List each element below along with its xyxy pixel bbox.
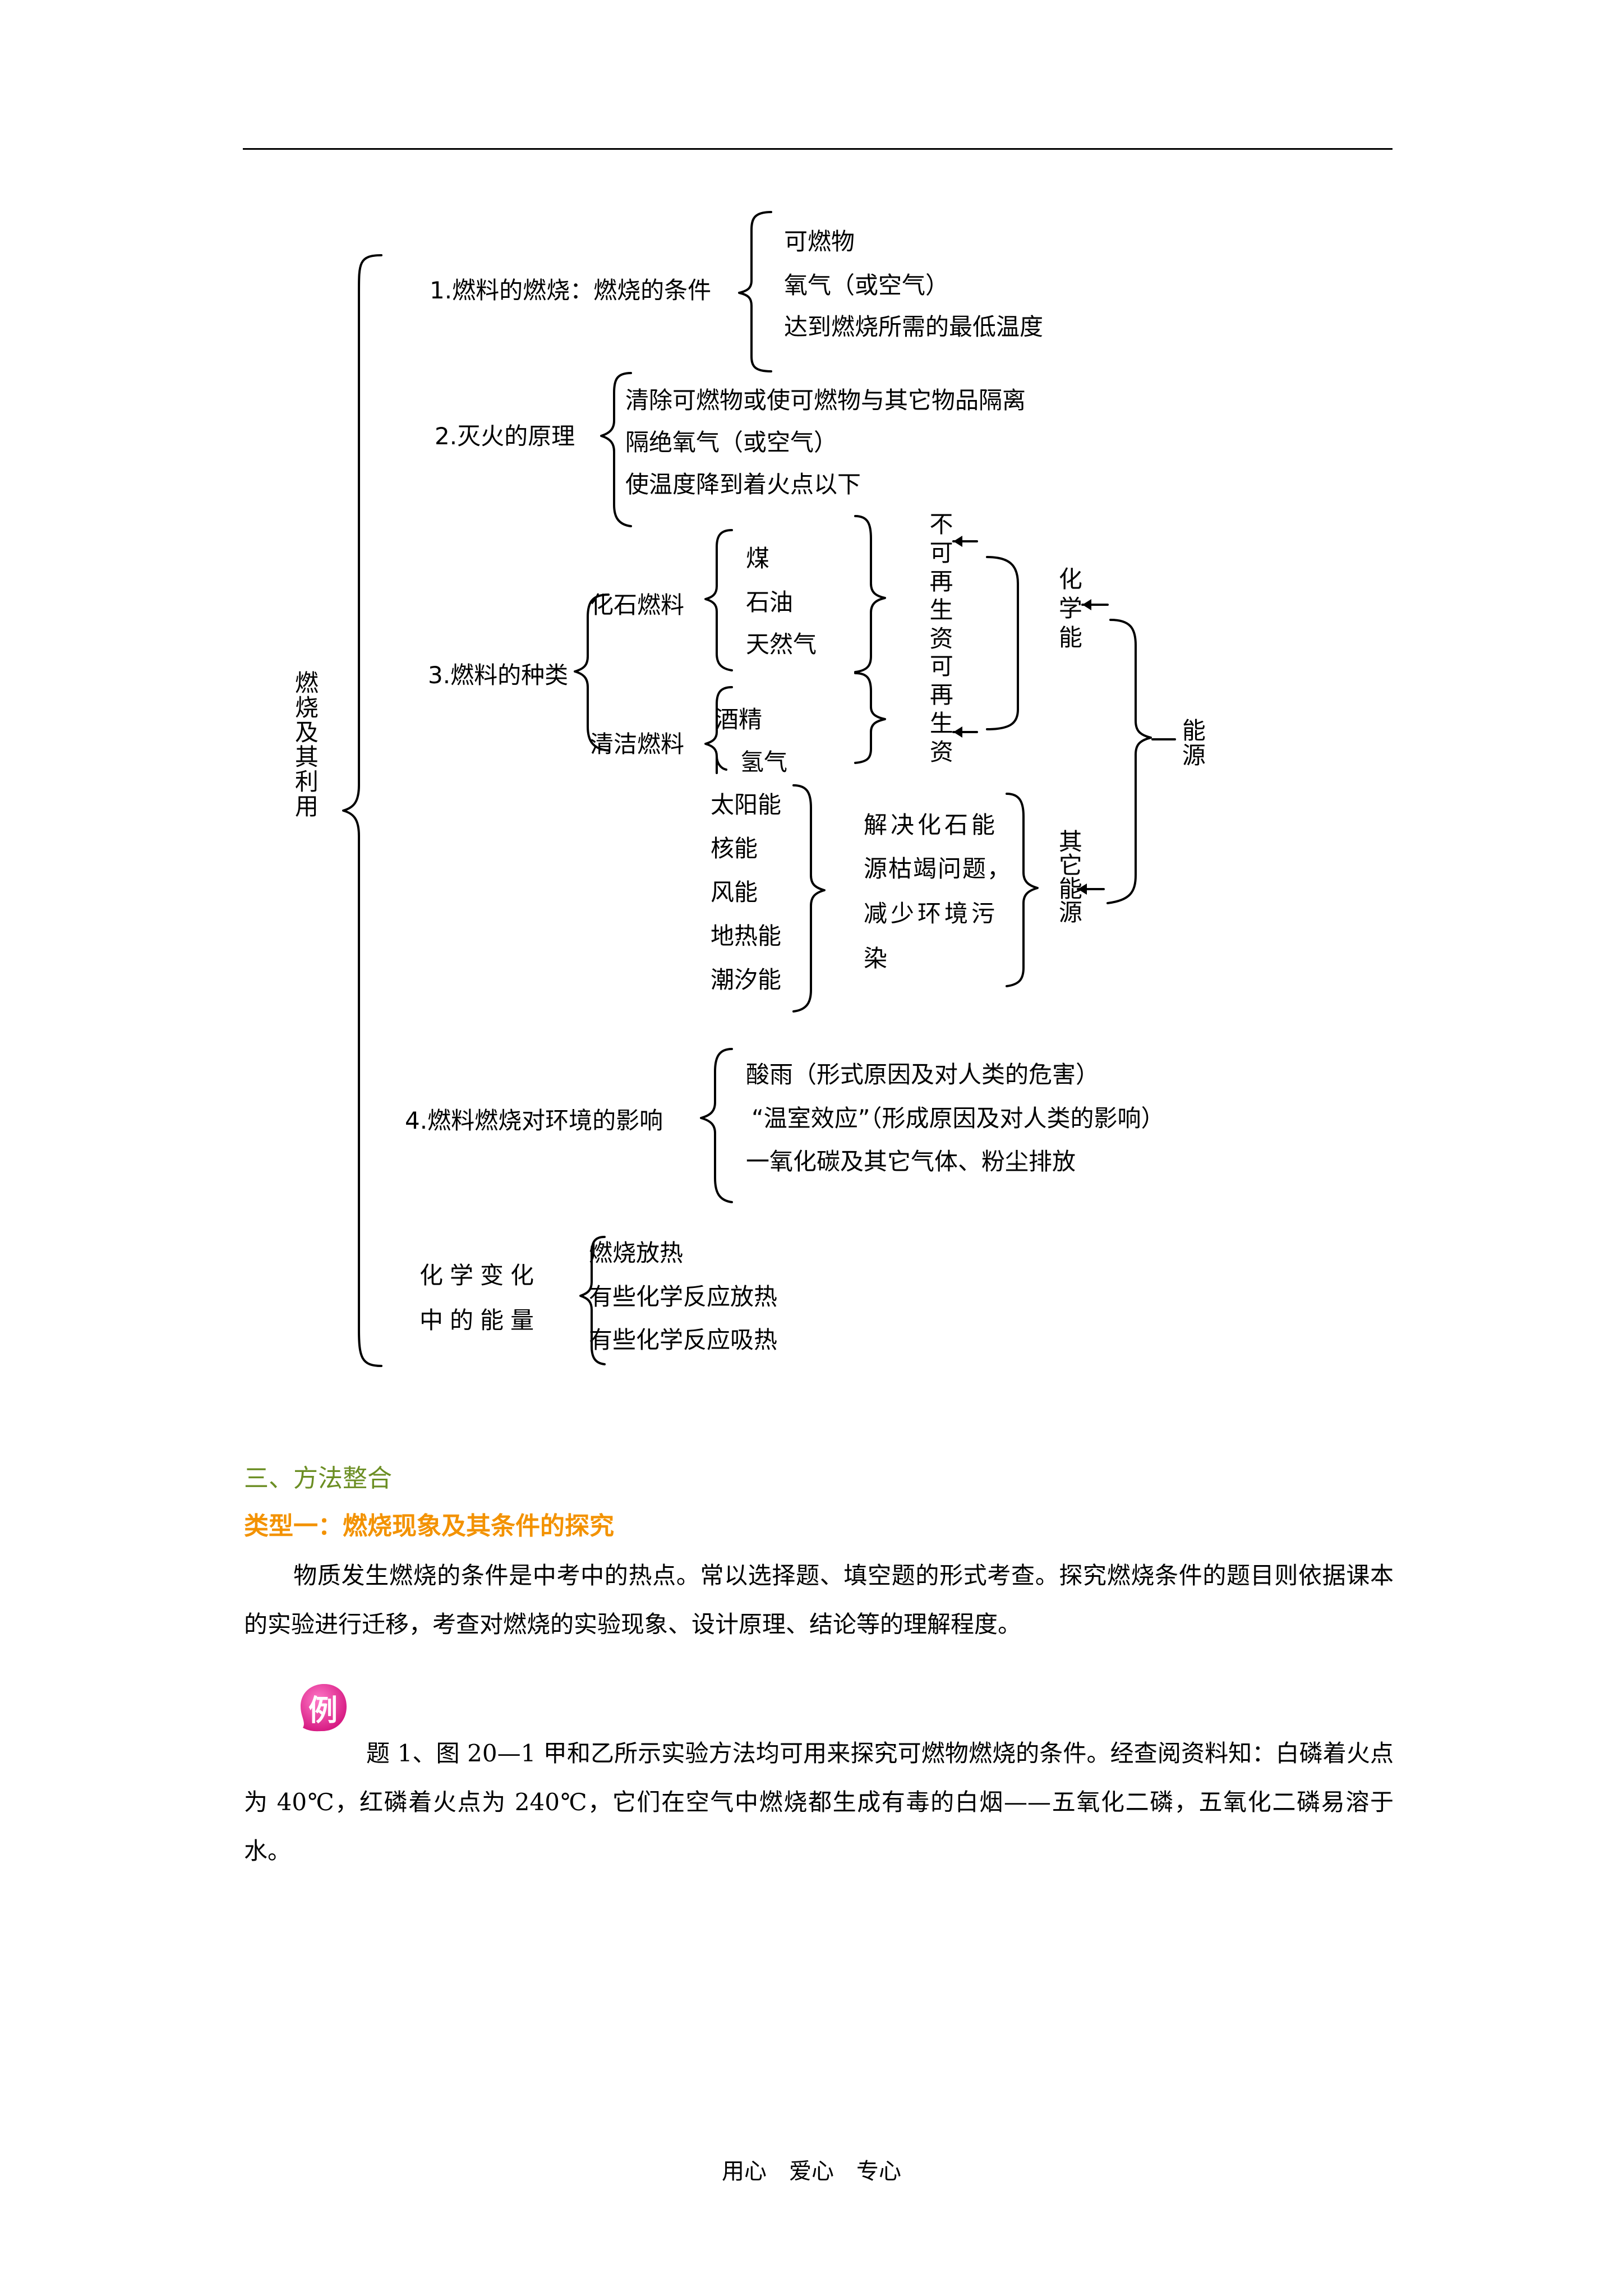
example-text: 题 1、图 20—1 甲和乙所示实验方法均可用来探究可燃物燃烧的条件。经查阅资料… xyxy=(244,1740,1394,1865)
example-badge-icon xyxy=(301,1684,347,1732)
solve-note-line: 减少环境污 xyxy=(864,900,999,927)
type-heading: 类型一：燃烧现象及其条件的探究 xyxy=(244,1512,614,1540)
fossil-brace xyxy=(704,529,733,671)
fossil-item: 天然气 xyxy=(746,631,817,658)
arrow-left-icon xyxy=(953,726,962,738)
branch2-item: 清除可燃物或使可燃物与其它物品隔离 xyxy=(625,386,1026,414)
branch5-label-line: 中的能量 xyxy=(419,1306,541,1334)
branch4-item: 一氧化碳及其它气体、粉尘排放 xyxy=(746,1148,1076,1175)
branch2-brace xyxy=(600,372,632,527)
branch3-brace xyxy=(574,593,610,752)
chemical-energy-label: 化学能 xyxy=(1054,567,1082,654)
other-energy-item: 地热能 xyxy=(711,922,782,950)
clean-brace xyxy=(704,686,733,774)
non-renewable-label: 不可再生资 xyxy=(925,512,953,655)
arrow-left-icon xyxy=(1078,884,1087,895)
branch4-item: 酸雨（形式原因及对人类的危害） xyxy=(746,1061,1100,1088)
clean-brace-lower xyxy=(716,755,727,771)
chemical-energy-text: 化学能 xyxy=(1055,567,1083,654)
clean-item: 氢气 xyxy=(740,748,788,776)
branch4-brace xyxy=(700,1048,733,1203)
page-footer: 用心 爱心 专心 xyxy=(722,2159,901,2184)
fossil-item: 煤 xyxy=(746,545,770,572)
branch2-label: 2.灭火的原理 xyxy=(435,422,575,450)
intro-paragraph: 物质发生燃烧的条件是中考中的热点。常以选择题、填空题的形式考查。探究燃烧条件的题… xyxy=(244,1562,1394,1638)
renewable-connector xyxy=(986,556,1019,730)
solve-note-line: 染 xyxy=(864,945,888,972)
branch5-label-line: 化学变化 xyxy=(419,1262,541,1289)
branch1-label: 1.燃料的燃烧：燃烧的条件 xyxy=(430,277,712,304)
other-energy-item: 核能 xyxy=(711,835,758,862)
root-label: 燃烧及其利用 xyxy=(291,670,319,818)
concept-map: 燃烧及其利用 1.燃料的燃烧：燃烧的条件 可燃物 氧气（或空气） 达到燃烧所需的… xyxy=(291,211,1206,1367)
example-badge: 例 xyxy=(296,1681,350,1734)
other-energy-item: 潮汐能 xyxy=(711,966,782,993)
section-heading: 三、方法整合 xyxy=(244,1464,392,1493)
branch1-brace xyxy=(738,211,772,372)
arrow-lines xyxy=(952,536,1109,895)
branch4-item: “温室效应”（形成原因及对人类的影响） xyxy=(751,1105,1165,1132)
other-energy-label: 其它能源 xyxy=(1054,829,1082,923)
branch3-label: 3.燃料的种类 xyxy=(428,661,569,689)
branch1-item: 氧气（或空气） xyxy=(784,272,949,299)
root-text: 燃烧及其利用 xyxy=(291,670,319,818)
other-energy-text: 其它能源 xyxy=(1055,829,1083,923)
non-renewable-text: 不可再生资 xyxy=(926,512,953,655)
arrow-left-icon xyxy=(953,536,962,547)
branch2-item: 使温度降到着火点以下 xyxy=(625,471,861,498)
solve-note-line: 解决化石能 xyxy=(864,811,999,839)
fossil-item: 石油 xyxy=(746,588,794,616)
clean-label: 清洁燃料 xyxy=(590,730,685,758)
energy-brace xyxy=(1106,619,1152,904)
fossil-label: 化石燃料 xyxy=(590,591,685,619)
other-energy-item: 风能 xyxy=(711,878,758,906)
energy-text: 能源 xyxy=(1178,718,1206,767)
fuels-right-brace-2 xyxy=(854,672,886,764)
branch5-item: 燃烧放热 xyxy=(589,1239,684,1267)
branch1-item: 可燃物 xyxy=(784,228,855,255)
fuels-right-brace xyxy=(854,515,886,673)
branch5-brace xyxy=(579,1236,606,1365)
branch5-item: 有些化学反应吸热 xyxy=(589,1326,778,1354)
renewable-text: 可再生资 xyxy=(926,654,954,768)
bracket-lines xyxy=(342,211,1176,1367)
renewable-label: 可再生资 xyxy=(925,654,953,768)
other-energy-item: 太阳能 xyxy=(711,791,782,818)
arrow-left-icon xyxy=(1082,599,1091,610)
solve-note-line: 源枯竭问题， xyxy=(864,855,1012,882)
branch1-item: 达到燃烧所需的最低温度 xyxy=(784,313,1044,341)
header-rule xyxy=(243,148,1393,150)
branch4-label: 4.燃料燃烧对环境的影响 xyxy=(405,1107,663,1134)
branch5-item: 有些化学反应放热 xyxy=(589,1283,778,1310)
note-right-brace xyxy=(1006,793,1039,987)
energy-label: 能源 xyxy=(1178,718,1206,767)
clean-item: 酒精 xyxy=(715,706,763,733)
example-badge-text: 例 xyxy=(308,1694,338,1728)
root-brace xyxy=(342,254,382,1367)
branch2-item: 隔绝氧气（或空气） xyxy=(625,429,838,456)
other-right-brace xyxy=(792,784,826,1013)
